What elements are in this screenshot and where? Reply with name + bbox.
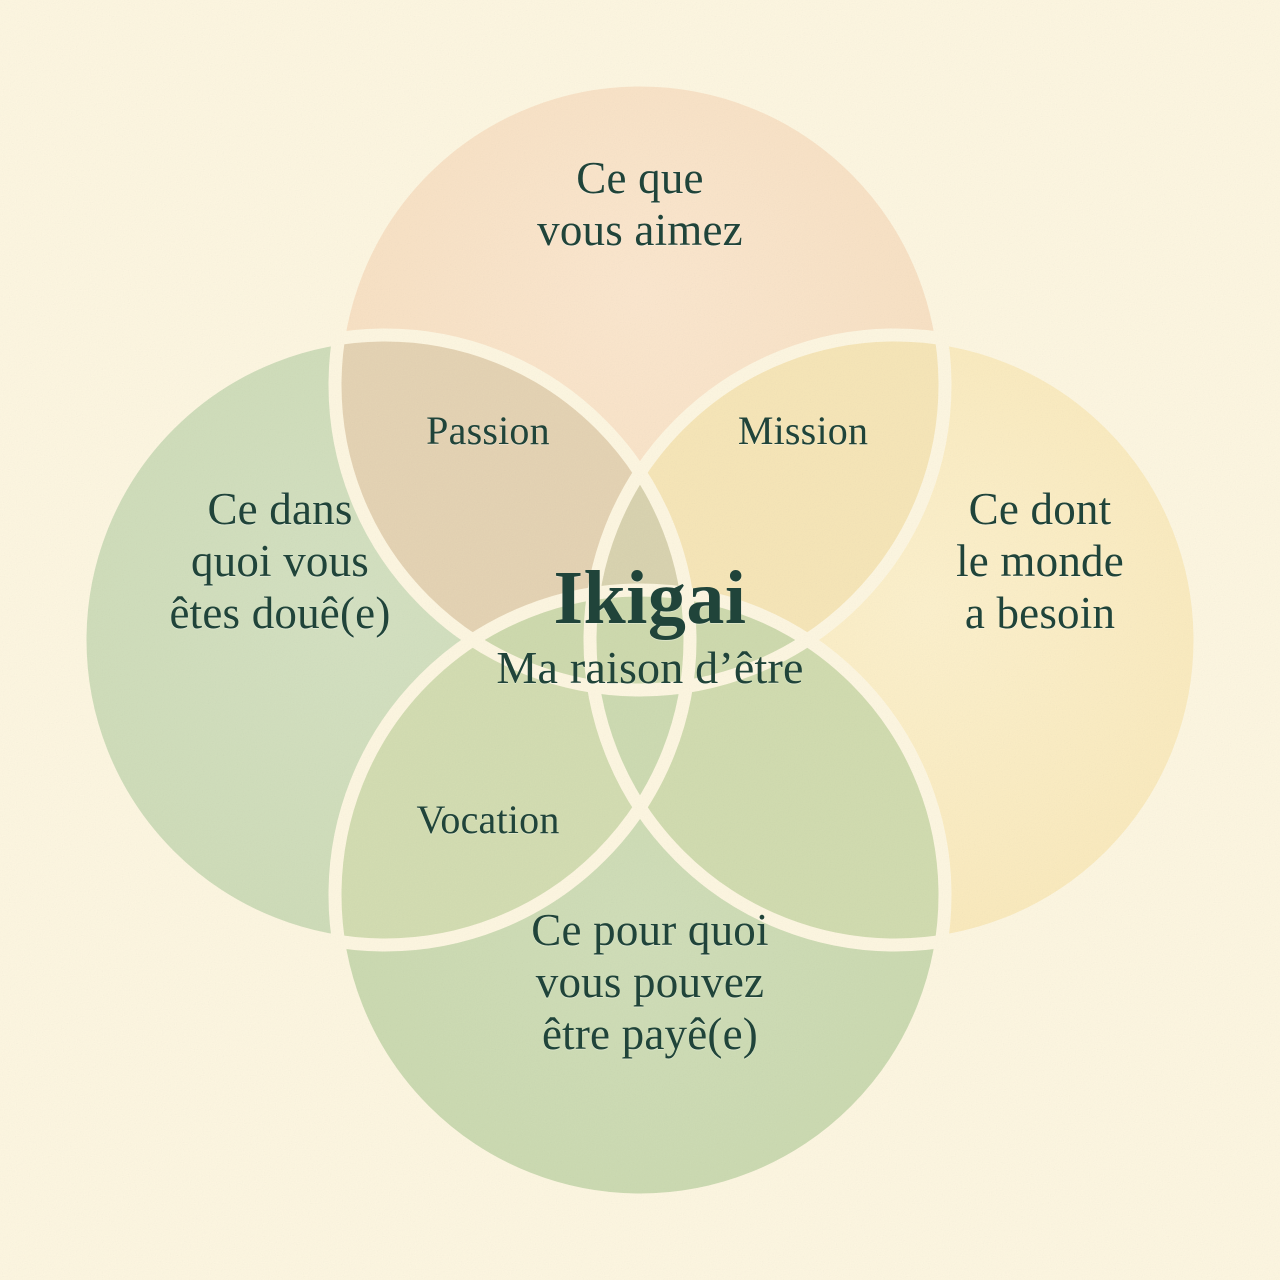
label-passion: Passion xyxy=(426,408,550,453)
center-ikigai-group: Ikigai Ma raison d’être xyxy=(400,560,900,694)
label-ikigai-title: Ikigai xyxy=(553,556,747,640)
label-what-you-love: Ce que vous aimez xyxy=(537,153,743,256)
label-what-you-are-good-at: Ce dans quoi vous êtes douê(e) xyxy=(169,484,391,639)
label-ikigai-subtitle: Ma raison d’être xyxy=(496,642,804,693)
label-what-the-world-needs: Ce dont le monde a besoin xyxy=(956,484,1124,639)
label-vocation: Vocation xyxy=(416,797,560,842)
label-what-you-can-be-paid-for: Ce pour quoi vous pouvez être payê(e) xyxy=(531,905,769,1060)
label-mission: Mission xyxy=(737,408,869,453)
